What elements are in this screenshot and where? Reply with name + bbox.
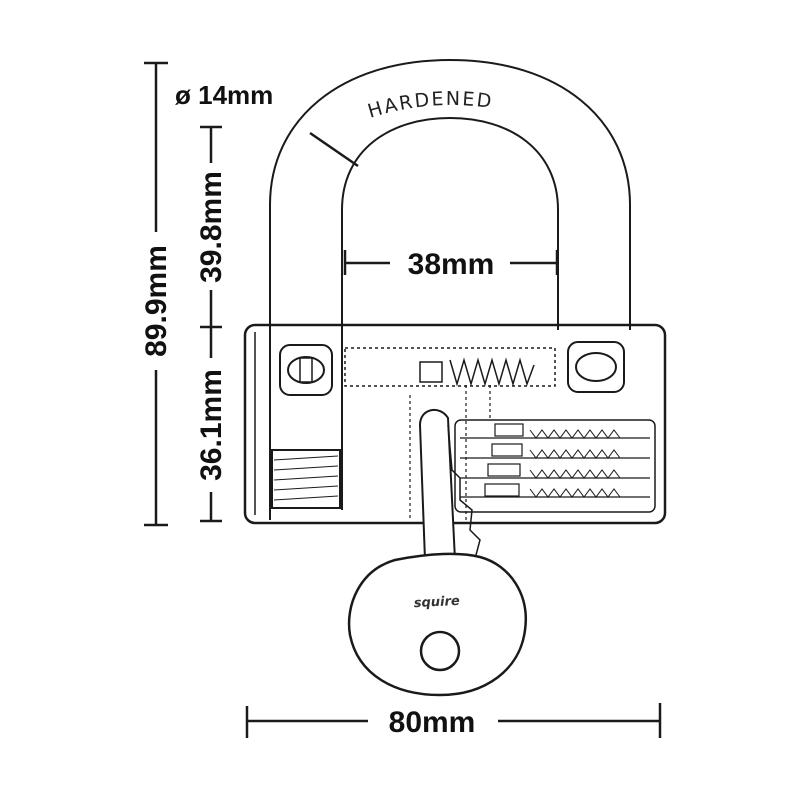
cylinder-housing [454,419,656,513]
key-ring-hole [419,630,461,672]
right-socket-hole [575,352,617,382]
right-shackle-socket [567,341,625,393]
key-blade [418,409,457,561]
body-height-label: 36.1mm [195,369,228,481]
left-socket-hole [287,356,325,384]
shackle-diameter-marker [309,131,359,168]
key-bitting [447,424,481,556]
bolt-lever [419,361,443,383]
pin-row-1 [529,429,621,439]
pin-row-3 [529,469,621,479]
pin-tumbler-cylinder [409,385,656,520]
shackle-foot-knurling [273,455,339,501]
locking-bolt-channel [344,347,556,387]
dimension-body-width: 80mm [245,703,662,739]
overall-height-label: 89.9mm [140,245,173,357]
body-width-label: 80mm [389,706,476,739]
left-socket-pin [299,357,313,383]
lock-body [243,323,667,525]
pin-row-4 [529,488,621,498]
dimension-body-height: 36.1mm [195,327,228,523]
dimension-shackle-clearance: 39.8mm [195,125,228,329]
bolt-spring [449,357,535,387]
dimension-overall-height: 89.9mm [140,61,173,527]
lock-body-outline [243,323,667,525]
pin-row-2 [529,449,621,459]
shackle-label: HARDENED [365,88,494,123]
key-brand-label: squire [413,594,460,611]
shackle-diameter-label: ø 14mm [175,80,273,110]
shackle-outer-edge [269,58,631,520]
shackle-clearance-label: 39.8mm [195,171,228,283]
left-shackle-socket [279,344,333,396]
dimension-shackle-inner-width: 38mm [343,248,559,281]
shackle-inner-width-label: 38mm [408,248,495,281]
shackle-inner-edge [341,116,559,510]
key-bow [347,552,528,697]
shackle-foot [271,449,341,509]
key: squire [347,409,528,697]
